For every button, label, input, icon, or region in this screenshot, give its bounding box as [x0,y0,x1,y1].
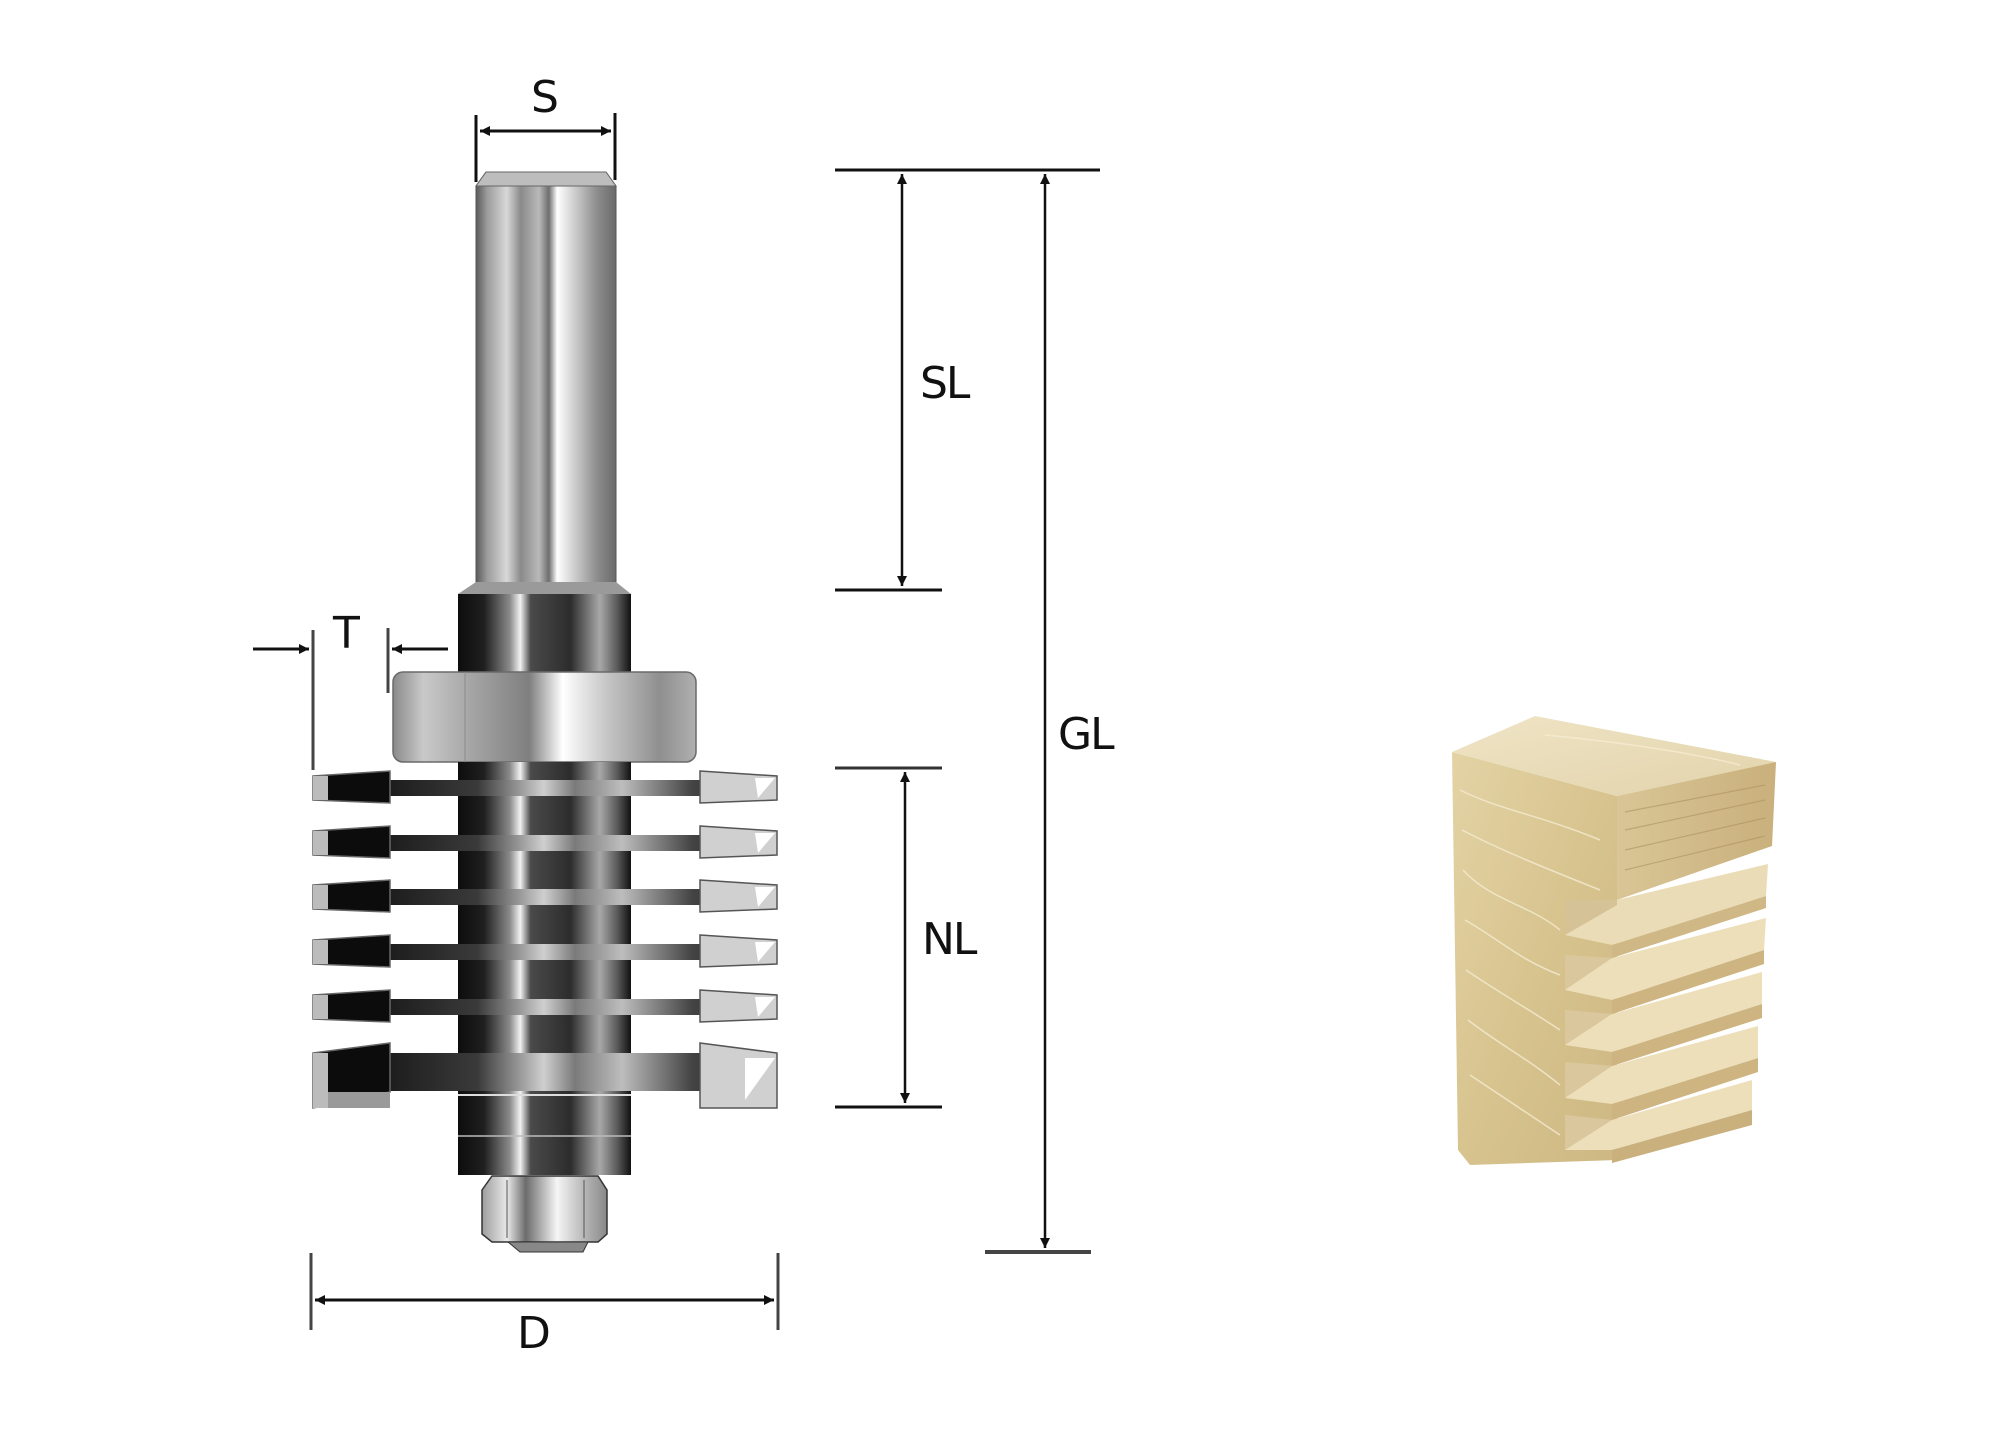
arbor [458,762,631,1175]
wood-grain [1459,734,1741,1136]
label-gl: GL [1058,709,1115,760]
hex-nut [481,1175,608,1253]
dimension-lines [253,113,1100,1330]
dimension-d [309,1253,780,1330]
dimension-sl [835,168,1100,592]
cutter-row [312,879,778,913]
router-bit [312,171,778,1253]
label-d: D [517,1308,551,1359]
guide-bearing [392,671,697,763]
wood-block-finger-joint [1452,716,1776,1165]
cutter-teeth [312,770,778,1109]
dimension-t [253,628,448,770]
label-nl: NL [922,914,977,965]
cutter-row [312,770,778,804]
cutter-row [312,825,778,859]
collar [458,582,631,672]
cutter-row [312,989,778,1023]
label-t: T [333,608,360,659]
dimension-gl [985,174,1091,1254]
dimension-nl [835,766,942,1109]
label-sl: SL [920,358,970,409]
cutter-row [312,1042,778,1109]
dimension-s [474,113,617,182]
wood-fingers [1565,864,1768,1163]
shank [475,171,617,594]
cutter-row [312,934,778,968]
label-s: S [531,72,559,123]
